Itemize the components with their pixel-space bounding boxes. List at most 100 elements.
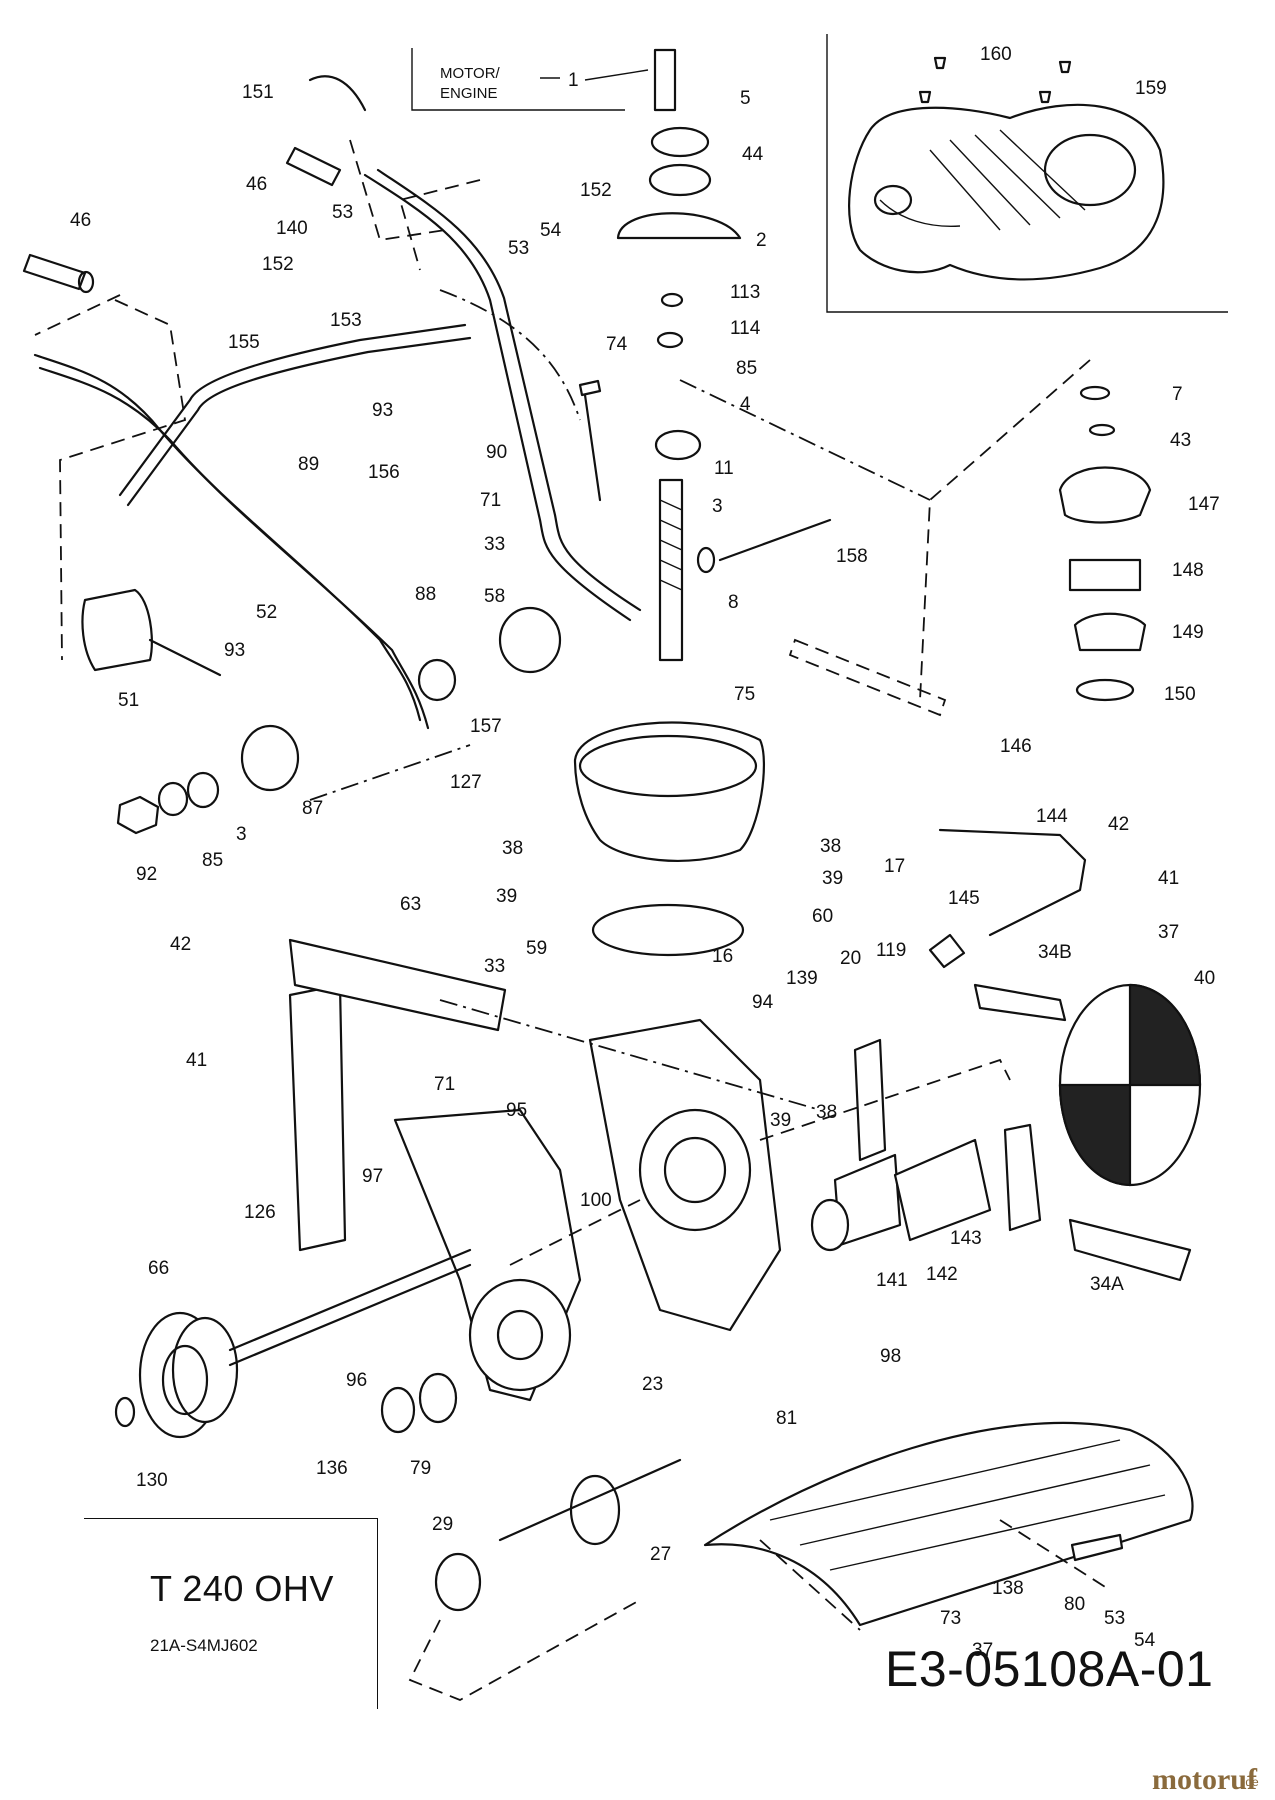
drawing-number: E3-05108A-01 [885,1641,1214,1697]
callout-1: 1 [568,70,579,91]
motor-label: MOTOR/ [440,65,501,82]
callout-54-b: 54 [1134,1630,1156,1651]
callout-141: 141 [876,1270,908,1291]
central-drive [288,48,832,1402]
callout-158: 158 [836,546,868,567]
callout-34b: 34B [1038,942,1072,963]
callout-60: 60 [812,906,833,927]
callout-87: 87 [302,798,323,819]
callout-63: 63 [400,894,421,915]
callout-149: 149 [1172,622,1204,643]
callout-73: 73 [940,1608,961,1629]
callout-92: 92 [136,864,157,885]
callout-98: 98 [880,1346,901,1367]
callout-41-a: 41 [1158,868,1179,889]
callout-42-b: 42 [170,934,191,955]
brand-suffix: .de [1242,1775,1259,1789]
callout-53-b: 53 [508,238,529,259]
callout-39-a: 39 [496,886,517,907]
callout-38-a: 38 [502,838,523,859]
callout-33-b: 33 [484,956,505,977]
callout-80: 80 [1064,1594,1085,1615]
callout-153: 153 [330,310,362,331]
callout-143: 143 [950,1228,982,1249]
callout-114: 114 [730,318,761,339]
callout-2: 2 [756,230,767,251]
callout-41-b: 41 [186,1050,207,1071]
callout-88: 88 [415,584,436,605]
callout-96: 96 [346,1370,367,1391]
callout-43: 43 [1170,430,1191,451]
engine-label: ENGINE [440,85,498,102]
callout-17: 17 [884,856,905,877]
callout-85-b: 85 [202,850,223,871]
callout-39-c: 39 [770,1110,791,1131]
callout-93-a: 93 [372,400,393,421]
callout-144: 144 [1036,806,1068,827]
callout-59: 59 [526,938,547,959]
callout-42-a: 42 [1108,814,1129,835]
model-code: 21A-S4MJ602 [150,1636,258,1655]
model-name: T 240 OHV [150,1568,334,1609]
callout-54-a: 54 [540,220,562,241]
callout-93-b: 93 [224,640,245,661]
callout-58: 58 [484,586,505,607]
callout-94: 94 [752,992,774,1013]
callout-140: 140 [276,218,308,239]
callout-37-b: 37 [972,1640,993,1661]
callout-148: 148 [1172,560,1204,581]
callout-138: 138 [992,1578,1024,1599]
callout-127: 127 [450,772,482,793]
callout-71-b: 71 [434,1074,455,1095]
callout-150: 150 [1164,684,1196,705]
wheel-assembly [114,1248,682,1612]
callout-51: 51 [118,690,139,711]
callout-136: 136 [316,1458,348,1479]
callout-152-a: 152 [580,180,612,201]
title-block [84,1518,378,1709]
callout-37-a: 37 [1158,922,1179,943]
callout-155: 155 [228,332,260,353]
callout-40: 40 [1194,968,1215,989]
callout-139: 139 [786,968,818,989]
callout-33-a: 33 [484,534,505,555]
callout-146: 146 [1000,736,1032,757]
callout-39-b: 39 [822,868,843,889]
callout-147: 147 [1188,494,1220,515]
callout-89: 89 [298,454,319,475]
motor-engine-note: MOTOR/ ENGINE [411,48,625,111]
callout-79: 79 [410,1458,431,1479]
brand-logo: motoruf [1152,1763,1257,1796]
callout-119: 119 [876,940,906,961]
callout-44: 44 [742,144,764,165]
tine-assembly [810,828,1202,1282]
callout-46-b: 46 [70,210,91,231]
callout-53-c: 53 [1104,1608,1125,1629]
callout-75: 75 [734,684,755,705]
callout-160: 160 [980,44,1012,65]
callout-74: 74 [606,334,628,355]
callout-5: 5 [740,88,751,109]
callout-157: 157 [470,716,502,737]
callout-95: 95 [506,1100,527,1121]
callout-53-a: 53 [332,202,353,223]
callout-46-a: 46 [246,174,267,195]
callout-159: 159 [1135,78,1167,99]
callout-81: 81 [776,1408,797,1429]
callout-20: 20 [840,948,861,969]
callout-90: 90 [486,442,507,463]
callout-130: 130 [136,1470,168,1491]
callout-126: 126 [244,1202,276,1223]
callout-labels: 1 5 44 2 113 114 85 4 11 3 158 8 160 159… [70,44,1220,1661]
callout-113: 113 [730,282,760,303]
handle-assembly [22,75,642,835]
callout-38-c: 38 [816,1102,837,1123]
callout-71-a: 71 [480,490,501,511]
assembly-lines [34,139,1111,1701]
callout-3-b: 3 [236,824,247,845]
callout-11: 11 [714,458,734,479]
callout-38-b: 38 [820,836,841,857]
callout-16: 16 [712,946,733,967]
cover-inset [826,34,1228,313]
